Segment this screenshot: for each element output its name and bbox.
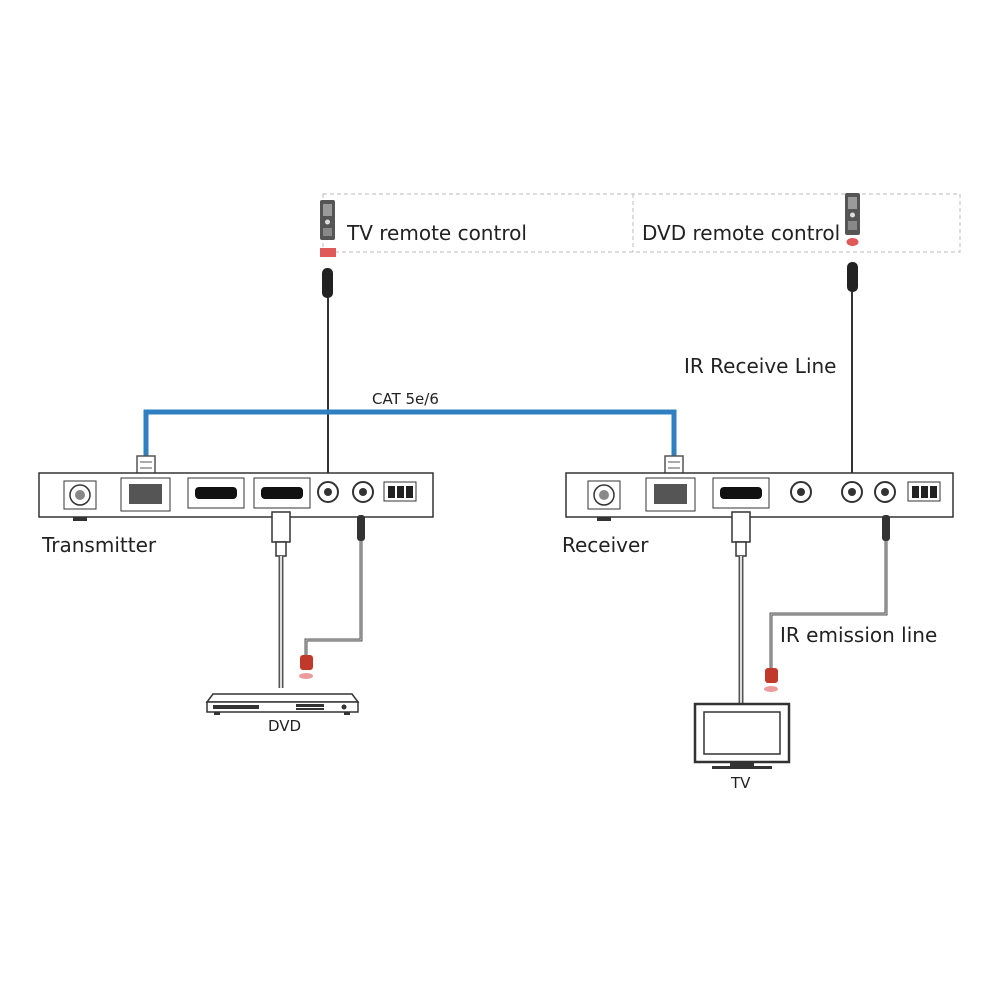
receiver-device <box>565 472 954 521</box>
ir-receive-line-label: IR Receive Line <box>684 354 837 378</box>
tv-remote-icon <box>320 200 335 240</box>
dvd-player-icon <box>205 693 360 715</box>
ir-receiver-plug-receiver <box>847 262 858 483</box>
tv-icon <box>693 702 791 769</box>
hdmi-cable-tv <box>731 511 751 704</box>
ir-emission-line-label: IR emission line <box>780 623 937 647</box>
dvd-remote-icon <box>845 193 860 246</box>
dvd-label: DVD <box>268 717 301 735</box>
ir-emitter-line-dvd <box>299 515 365 679</box>
cat-cable <box>136 409 684 479</box>
hdmi-cable-dvd <box>271 511 291 688</box>
receiver-label: Receiver <box>562 533 649 557</box>
ir-emission-line-tv <box>764 515 890 692</box>
dvd-remote-label: DVD remote control <box>642 221 840 245</box>
tv-remote-ir-signal <box>320 248 336 257</box>
transmitter-device <box>38 472 434 521</box>
tv-label: TV <box>730 774 751 792</box>
tv-remote-label: TV remote control <box>346 221 527 245</box>
ir-receiver-plug-transmitter <box>322 268 333 482</box>
cable-label: CAT 5e/6 <box>372 390 439 408</box>
transmitter-label: Transmitter <box>41 533 157 557</box>
